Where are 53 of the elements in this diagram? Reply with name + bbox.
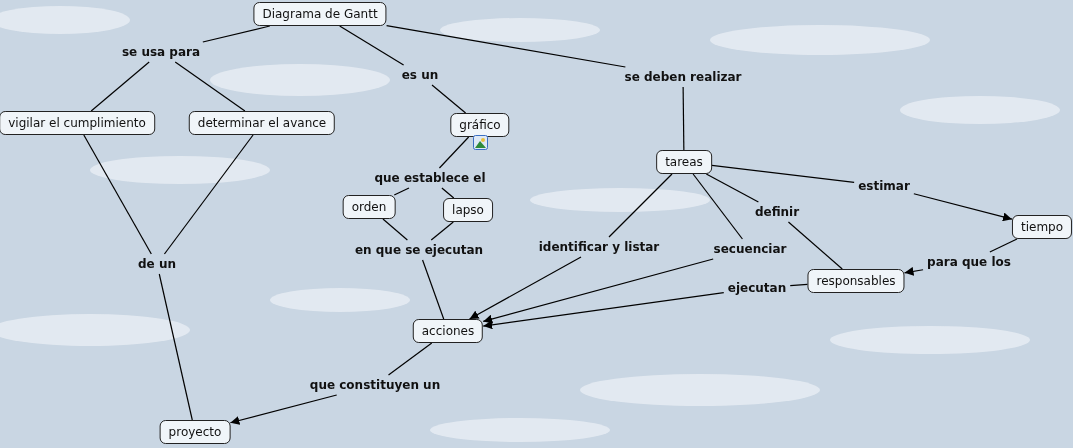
- linking-phrase: secuenciar: [712, 242, 788, 256]
- connector-line: [789, 283, 809, 287]
- connector-line: [692, 173, 743, 240]
- linking-phrase: estimar: [857, 179, 911, 193]
- linking-phrase: ejecutan: [726, 281, 788, 295]
- connector-line: [387, 342, 433, 376]
- connector-line: [386, 24, 626, 68]
- concept-box: tareas: [656, 150, 712, 174]
- connector-line: [430, 221, 454, 241]
- concept-box: responsables: [807, 269, 905, 293]
- arrow: [468, 256, 582, 320]
- linking-phrase: que establece el: [373, 171, 487, 185]
- connector-line: [705, 173, 759, 203]
- concept-box: vigilar el cumplimiento: [0, 111, 155, 135]
- concept-box: Diagrama de Gantt: [253, 2, 387, 26]
- concept-box: orden: [342, 195, 396, 219]
- connector-line: [989, 238, 1018, 253]
- concept-box: gráfico: [450, 113, 510, 137]
- connector-line: [711, 164, 855, 183]
- connector-line: [158, 273, 193, 421]
- linking-phrase: es un: [400, 68, 440, 82]
- connector-line: [339, 25, 405, 66]
- connector-line: [421, 259, 445, 320]
- connector-line: [382, 218, 408, 241]
- arrow: [482, 258, 714, 324]
- arrow: [482, 292, 725, 330]
- concept-box: determinar el avance: [188, 111, 336, 135]
- connector-line: [787, 221, 843, 270]
- connector-line: [441, 187, 455, 199]
- connector-line: [163, 134, 254, 255]
- arrow: [913, 193, 1013, 222]
- linking-phrase: para que los: [926, 255, 1012, 269]
- linking-phrase: se usa para: [120, 45, 202, 59]
- concept-box: tiempo: [1011, 215, 1073, 239]
- connector-line: [431, 84, 467, 114]
- connector-line: [174, 61, 246, 112]
- connector-line: [682, 86, 685, 151]
- connector-line: [608, 173, 673, 238]
- connector-line: [83, 134, 152, 255]
- linking-phrase: que constituyen un: [308, 378, 442, 392]
- connector-line: [393, 187, 410, 196]
- concept-box: acciones: [412, 319, 484, 343]
- linking-phrase: se deben realizar: [623, 70, 743, 84]
- concept-box: lapso: [443, 198, 493, 222]
- linking-phrase: identificar y listar: [537, 240, 661, 254]
- connector-line: [202, 25, 271, 43]
- linking-phrase: en que se ejecutan: [353, 243, 485, 257]
- arrow: [229, 394, 338, 425]
- concept-box: proyecto: [159, 420, 231, 444]
- linking-phrase: definir: [753, 205, 801, 219]
- connector-line: [90, 61, 150, 112]
- linking-phrase: de un: [137, 257, 177, 271]
- arrow: [903, 266, 924, 276]
